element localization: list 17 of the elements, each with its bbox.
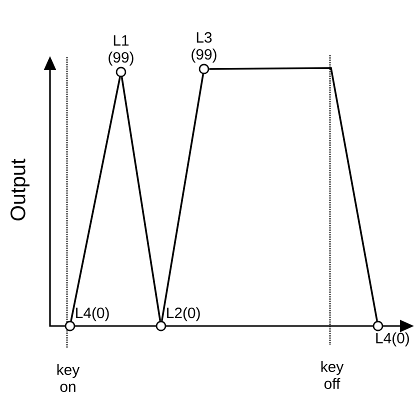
envelope-line xyxy=(70,76,121,322)
envelope-point: L4(0) xyxy=(372,320,409,346)
key-event-label: key on xyxy=(57,364,80,392)
key-event-label: key off xyxy=(321,361,344,389)
envelope-line xyxy=(120,77,162,321)
node-label: L2(0) xyxy=(167,307,200,322)
axis-label: Output xyxy=(10,158,30,220)
envelope-point: L1 (99) xyxy=(108,35,134,78)
node-label: L3 (99) xyxy=(192,32,216,63)
node-label: L1 (99) xyxy=(108,35,134,66)
node-label: L4(0) xyxy=(376,332,409,346)
envelope-line xyxy=(209,67,378,322)
envelope-point: L2(0) xyxy=(156,307,200,332)
node-label: L4(0) xyxy=(76,307,109,322)
envelope-line xyxy=(160,74,204,322)
envelope-point: L3 (99) xyxy=(192,32,216,74)
envelope-point: L4(0) xyxy=(64,307,109,332)
